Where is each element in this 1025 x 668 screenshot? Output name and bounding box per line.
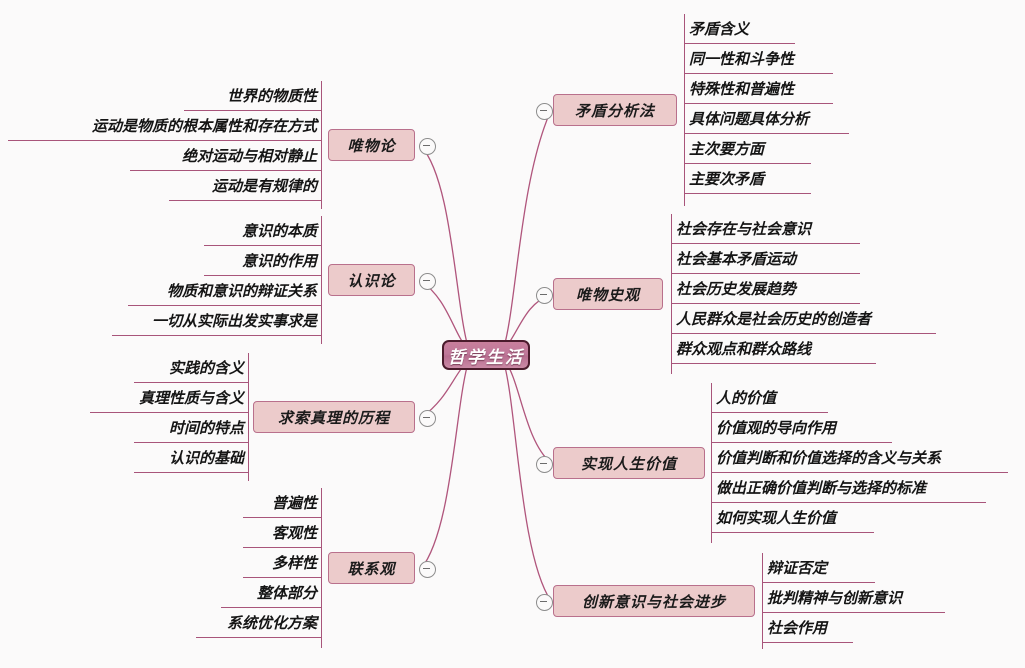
collapse-toggle-shixian-rensheng-jiazhi[interactable] xyxy=(536,456,553,473)
leaf-group-lianxiguan: 普遍性 客观性 多样性 整体部分 系统优化方案 xyxy=(188,488,322,648)
branch-node-label: 求索真理的历程 xyxy=(277,408,390,427)
leaf-item[interactable]: 绝对运动与相对静止 xyxy=(130,141,321,171)
leaf-item[interactable]: 人的价值 xyxy=(712,383,828,413)
collapse-toggle-qiusuo-zhenli[interactable] xyxy=(419,410,436,427)
leaf-item[interactable]: 群众观点和群众路线 xyxy=(672,334,876,364)
branch-node-qiusuo-zhenli[interactable]: 求索真理的历程 xyxy=(253,401,415,433)
leaf-spine xyxy=(671,214,672,374)
leaf-item[interactable]: 特殊性和普遍性 xyxy=(685,74,833,104)
collapse-toggle-weiwu-shiguan[interactable] xyxy=(536,287,553,304)
leaf-item[interactable]: 具体问题具体分析 xyxy=(685,104,849,134)
leaf-item[interactable]: 主要次矛盾 xyxy=(685,164,811,194)
branch-node-maodun-fenxifa[interactable]: 矛盾分析法 xyxy=(553,94,677,126)
leaf-item[interactable]: 价值观的导向作用 xyxy=(712,413,892,443)
leaf-item[interactable]: 主次要方面 xyxy=(685,134,811,164)
collapse-toggle-maodun-fenxifa[interactable] xyxy=(536,103,553,120)
branch-node-label: 唯物史观 xyxy=(575,285,640,304)
branch-node-chuangxin-yishi[interactable]: 创新意识与社会进步 xyxy=(553,585,755,617)
branch-node-label: 联系观 xyxy=(347,559,396,578)
branch-node-weiwulun[interactable]: 唯物论 xyxy=(328,129,415,161)
leaf-spine xyxy=(711,383,712,543)
collapse-toggle-lianxiguan[interactable] xyxy=(419,561,436,578)
leaf-item[interactable]: 系统优化方案 xyxy=(196,608,321,638)
leaf-group-renshilun: 意识的本质 意识的作用 物质和意识的辩证关系 一切从实际出发实事求是 xyxy=(106,216,322,344)
leaf-item[interactable]: 运动是物质的根本属性和存在方式 xyxy=(8,111,321,141)
branch-node-label: 认识论 xyxy=(347,271,396,290)
leaf-spine xyxy=(248,353,249,481)
root-node-label: 哲学生活 xyxy=(448,347,524,368)
leaf-spine xyxy=(321,81,322,209)
leaf-item[interactable]: 做出正确价值判断与选择的标准 xyxy=(712,473,986,503)
leaf-item[interactable]: 认识的基础 xyxy=(134,443,248,473)
branch-node-label: 创新意识与社会进步 xyxy=(581,592,726,611)
leaf-group-weiwu-shiguan: 社会存在与社会意识 社会基本矛盾运动 社会历史发展趋势 人民群众是社会历史的创造… xyxy=(671,214,948,374)
leaf-item[interactable]: 社会历史发展趋势 xyxy=(672,274,860,304)
leaf-group-shixian-rensheng-jiazhi: 人的价值 价值观的导向作用 价值判断和价值选择的含义与关系 做出正确价值判断与选… xyxy=(711,383,1014,543)
leaf-item[interactable]: 运动是有规律的 xyxy=(169,171,321,201)
leaf-group-chuangxin-yishi: 辩证否定 批判精神与创新意识 社会作用 xyxy=(762,553,953,649)
branch-node-weiwu-shiguan[interactable]: 唯物史观 xyxy=(553,278,663,310)
collapse-toggle-weiwulun[interactable] xyxy=(419,138,436,155)
leaf-item[interactable]: 社会基本矛盾运动 xyxy=(672,244,860,274)
branch-node-label: 唯物论 xyxy=(347,136,396,155)
branch-node-label: 实现人生价值 xyxy=(580,454,677,473)
leaf-item[interactable]: 意识的本质 xyxy=(204,216,321,246)
leaf-item[interactable]: 如何实现人生价值 xyxy=(712,503,874,533)
leaf-item[interactable]: 真理性质与含义 xyxy=(90,383,248,413)
collapse-toggle-chuangxin-yishi[interactable] xyxy=(536,594,553,611)
leaf-item[interactable]: 多样性 xyxy=(243,548,321,578)
leaf-item[interactable]: 社会存在与社会意识 xyxy=(672,214,860,244)
leaf-item[interactable]: 意识的作用 xyxy=(204,246,321,276)
leaf-item[interactable]: 一切从实际出发实事求是 xyxy=(112,306,321,336)
leaf-item[interactable]: 同一性和斗争性 xyxy=(685,44,833,74)
leaf-spine xyxy=(684,14,685,206)
leaf-item[interactable]: 辩证否定 xyxy=(763,553,875,583)
leaf-group-maodun-fenxifa: 矛盾含义 同一性和斗争性 特殊性和普遍性 具体问题具体分析 主次要方面 主要次矛… xyxy=(684,14,945,206)
leaf-item[interactable]: 客观性 xyxy=(243,518,321,548)
branch-node-renshilun[interactable]: 认识论 xyxy=(328,264,415,296)
leaf-item[interactable]: 实践的含义 xyxy=(134,353,248,383)
leaf-group-weiwulun: 世界的物质性 运动是物质的根本属性和存在方式 绝对运动与相对静止 运动是有规律的 xyxy=(8,81,322,209)
leaf-group-qiusuo-zhenli: 实践的含义 真理性质与含义 时间的特点 认识的基础 xyxy=(80,353,249,481)
leaf-item[interactable]: 时间的特点 xyxy=(134,413,248,443)
branch-node-shixian-rensheng-jiazhi[interactable]: 实现人生价值 xyxy=(553,447,705,479)
leaf-item[interactable]: 普遍性 xyxy=(243,488,321,518)
leaf-spine xyxy=(762,553,763,649)
branch-node-label: 矛盾分析法 xyxy=(574,101,655,120)
leaf-item[interactable]: 物质和意识的辩证关系 xyxy=(128,276,321,306)
leaf-item[interactable]: 批判精神与创新意识 xyxy=(763,583,945,613)
branch-node-lianxiguan[interactable]: 联系观 xyxy=(328,552,415,584)
leaf-item[interactable]: 矛盾含义 xyxy=(685,14,795,44)
leaf-item[interactable]: 整体部分 xyxy=(221,578,321,608)
collapse-toggle-renshilun[interactable] xyxy=(419,273,436,290)
leaf-item[interactable]: 社会作用 xyxy=(763,613,853,643)
leaf-item[interactable]: 人民群众是社会历史的创造者 xyxy=(672,304,936,334)
leaf-spine xyxy=(321,216,322,344)
root-node[interactable]: 哲学生活 xyxy=(442,340,530,370)
leaf-item[interactable]: 世界的物质性 xyxy=(184,81,321,111)
leaf-spine xyxy=(321,488,322,648)
leaf-item[interactable]: 价值判断和价值选择的含义与关系 xyxy=(712,443,1008,473)
